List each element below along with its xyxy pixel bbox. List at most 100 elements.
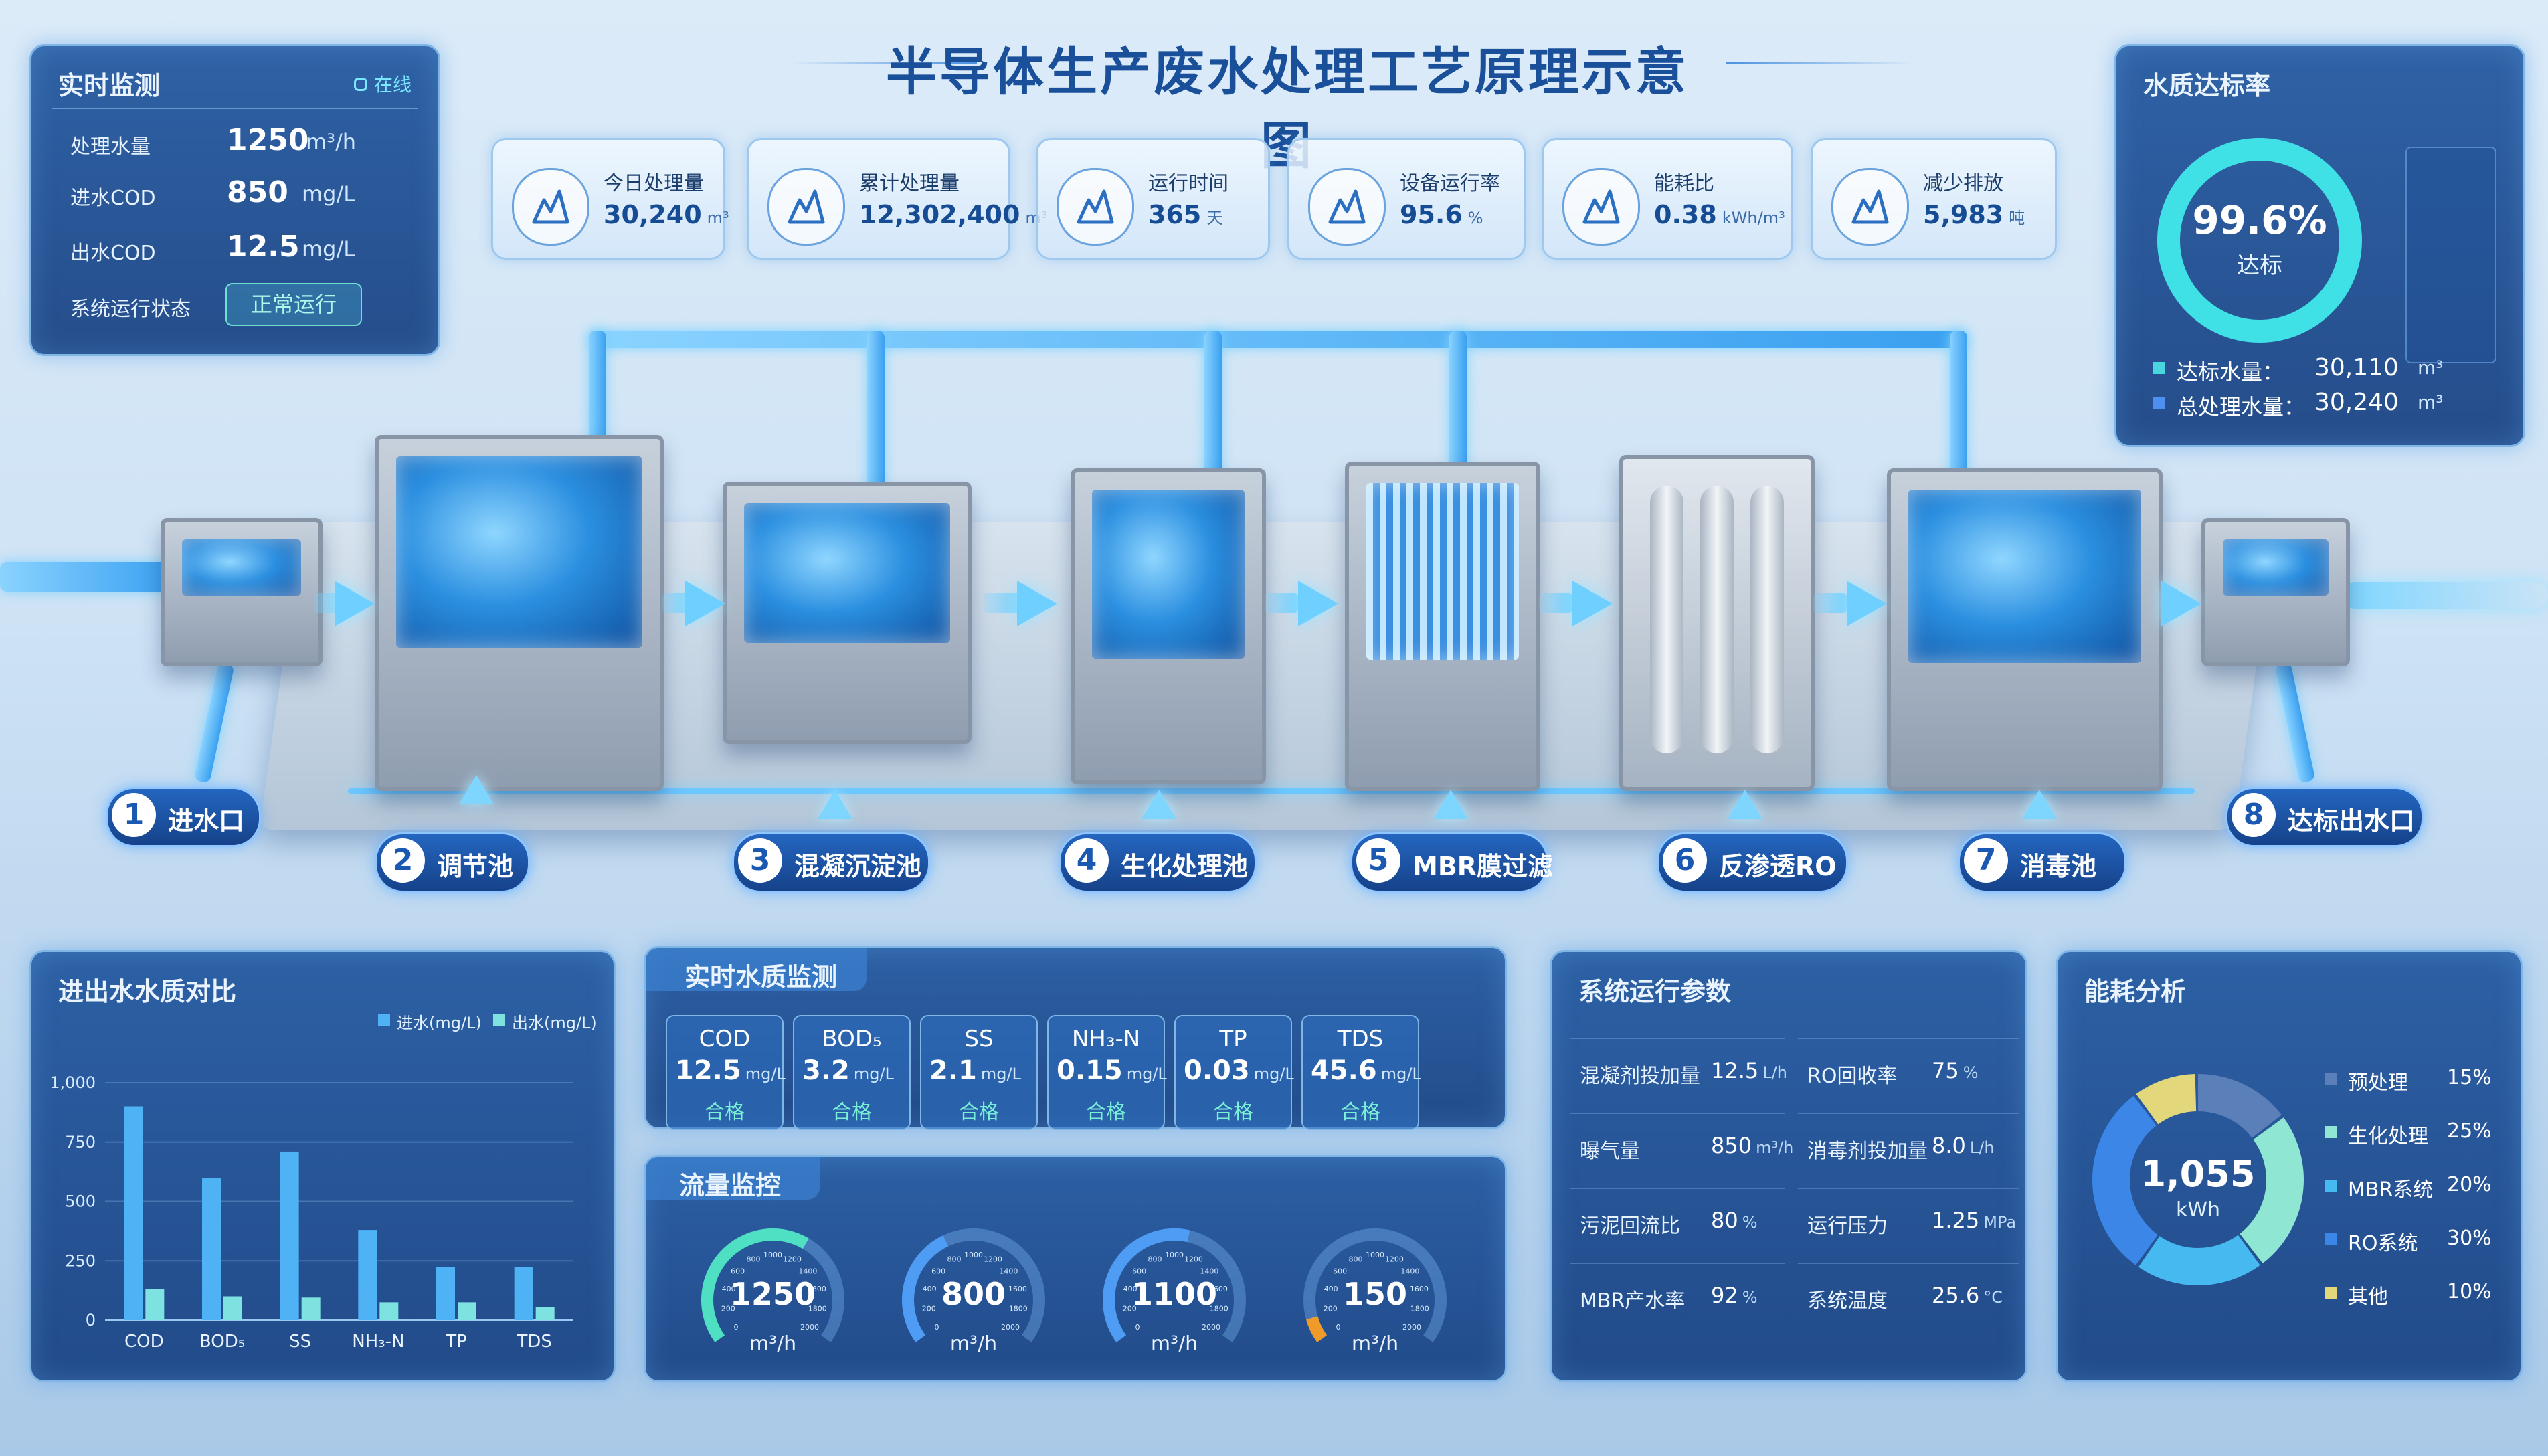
- flow-gauge-1-tick-8: 1600: [1008, 1285, 1027, 1293]
- legend-in-label: 进水(mg/L): [397, 1014, 482, 1032]
- kpi-unit-3: %: [1467, 209, 1483, 227]
- param-number-1: 75: [1932, 1058, 1959, 1083]
- flow-gauge-2-tick-8: 1600: [1209, 1285, 1228, 1293]
- tank-biological-water: [1092, 490, 1245, 659]
- wq-status-0: 合格: [705, 1101, 745, 1124]
- param-unit-0: L/h: [1762, 1063, 1787, 1082]
- tank-mbr-water: [1366, 483, 1519, 660]
- inlet-water: [182, 539, 301, 596]
- compliance-row-unit-0: m³: [2418, 357, 2444, 379]
- flow-title-tab: [646, 1157, 820, 1200]
- chart-ytick-1: 250: [65, 1251, 96, 1270]
- bar-out-3: [379, 1302, 399, 1320]
- flow-gauge-1-tick-9: 1800: [1009, 1305, 1028, 1313]
- energy-legend-label-3: RO系统: [2348, 1232, 2418, 1255]
- param-number-2: 850: [1711, 1133, 1752, 1158]
- bar-out-0: [145, 1289, 165, 1320]
- step-3-number: 3: [738, 838, 782, 883]
- param-unit-7: °C: [1983, 1288, 2003, 1307]
- flow-gauge-1-tick-2: 400: [923, 1285, 937, 1293]
- up-arrow-5: [1433, 790, 1468, 819]
- bar-in-4: [436, 1267, 455, 1320]
- flow-gauge-arc-0: [701, 1228, 809, 1342]
- flow-gauge-value-0: 1250: [729, 1276, 816, 1312]
- flow-gauge-2-tick-1: 200: [1123, 1305, 1137, 1313]
- tank-equalization-water: [396, 456, 642, 648]
- compliance-legend-0: [2153, 362, 2165, 374]
- param-number-7: 25.6: [1932, 1283, 1980, 1308]
- bar-out-4: [458, 1302, 476, 1320]
- realtime-divider: [52, 108, 418, 109]
- wq-name-0: COD: [699, 1026, 751, 1053]
- step-2-number: 2: [381, 838, 425, 883]
- param-value-6: 92%: [1711, 1283, 1758, 1308]
- wq-unit-5: mg/L: [1380, 1065, 1421, 1083]
- realtime-row-label-1: 进水COD: [70, 187, 156, 210]
- flow-gauge-1-tick-3: 600: [931, 1267, 945, 1276]
- step-1-number: 1: [112, 793, 156, 837]
- tank-biological: [1071, 468, 1266, 784]
- param-label-1: RO回收率: [1807, 1065, 1898, 1088]
- flow-gauge-1-tick-7: 1400: [999, 1267, 1018, 1276]
- energy-legend-swatch-2: [2325, 1180, 2337, 1192]
- legend-out-swatch: [493, 1014, 505, 1026]
- tank-equalization: [375, 435, 664, 791]
- flow-gauge-unit-1: m³/h: [949, 1332, 998, 1356]
- header-line-right: [1726, 62, 1914, 64]
- kpi-unit-5: 吨: [2009, 209, 2025, 227]
- wq-title: 实时水质监测: [685, 962, 838, 992]
- platform-glow-line: [348, 788, 2195, 794]
- overhead-pipe-drop-2: [867, 331, 885, 498]
- water-drop-chart-icon: [512, 168, 589, 246]
- flow-title: 流量监控: [679, 1171, 782, 1200]
- param-unit-6: %: [1742, 1288, 1758, 1307]
- inlet-down-pipe: [193, 662, 235, 784]
- kpi-number-2: 365: [1148, 200, 1202, 230]
- legend-out-label: 出水(mg/L): [512, 1014, 597, 1032]
- realtime-row-unit-0: m³/h: [306, 129, 357, 155]
- up-arrow-2: [459, 775, 494, 804]
- chart-ytick-4: 1,000: [50, 1073, 96, 1092]
- realtime-row-value-0: 1250: [227, 123, 309, 157]
- flow-gauge-track-3: [1303, 1228, 1447, 1342]
- param-unit-5: MPa: [1983, 1213, 2017, 1232]
- compliance-row-label-0: 达标水量：: [2177, 359, 2284, 385]
- flow-gauge-2-tick-9: 1800: [1210, 1305, 1228, 1313]
- online-dot-icon: [353, 78, 367, 91]
- wq-unit-3: mg/L: [1126, 1065, 1167, 1083]
- param-number-6: 92: [1711, 1283, 1738, 1308]
- wq-number-1: 3.2: [802, 1055, 850, 1086]
- wq-unit-1: mg/L: [853, 1065, 894, 1083]
- tank-coagulation: [723, 482, 972, 744]
- tank-disinfection-water: [1908, 490, 2141, 663]
- energy-legend-label-4: 其他: [2348, 1285, 2388, 1309]
